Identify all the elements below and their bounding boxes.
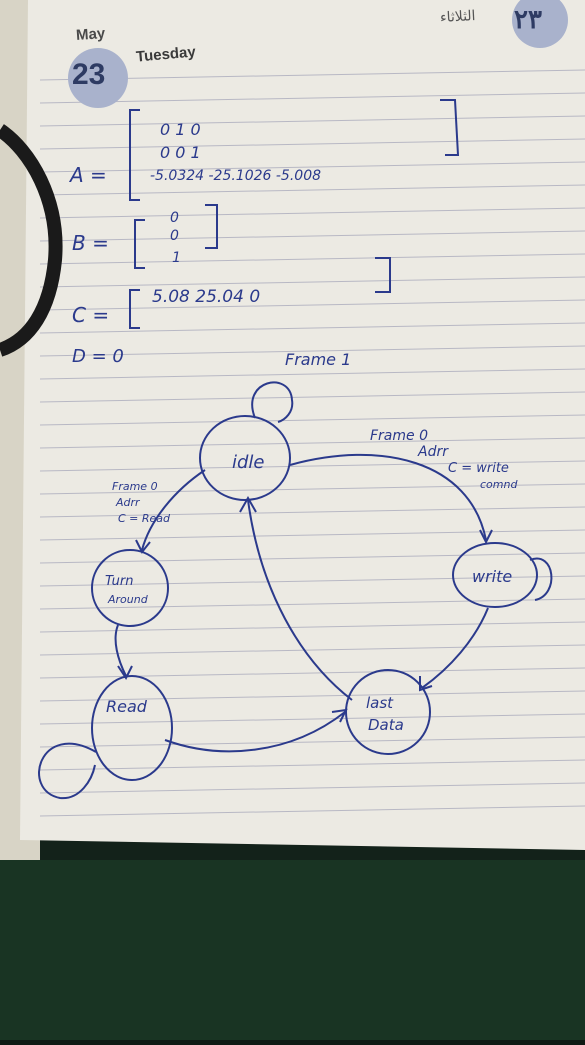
- state-turn-label-1: Turn: [105, 574, 133, 589]
- arrowhead-idle-to-write: [479, 529, 493, 545]
- transition-idle-write-4: comnd: [480, 478, 518, 491]
- state-last-data-label-2: Data: [368, 716, 404, 734]
- state-turn-around-circle: [91, 549, 169, 627]
- state-turn-label-2: Around: [107, 593, 149, 606]
- arrow-read-to-last-data: [164, 711, 346, 753]
- transition-idle-write-3: C = write: [448, 461, 509, 476]
- arrowhead-last-to-idle: [239, 495, 257, 513]
- matrix-c-row: 5.08 25.04 0: [152, 287, 260, 307]
- matrix-a-row2: 0 0 1: [160, 143, 201, 162]
- matrix-a-label: A =: [68, 163, 107, 187]
- state-write-label: write: [472, 567, 512, 586]
- transition-idle-write-2: Adrr: [417, 444, 449, 460]
- transition-idle-turn-1: Frame 0: [112, 480, 158, 493]
- header-arabic-weekday: الثلاثاء: [439, 7, 476, 25]
- arabic-date-badge-circle: [512, 0, 568, 48]
- matrix-b-label: B =: [72, 231, 109, 255]
- fabric-pattern: [0, 860, 585, 1040]
- matrix-a-row1: 0 1 0: [160, 120, 201, 139]
- arrow-idle-to-write: [289, 454, 487, 541]
- arrowhead-write-to-last: [419, 676, 433, 692]
- arrow-last-data-to-idle: [247, 499, 353, 701]
- state-idle-label: idle: [232, 452, 265, 473]
- matrix-b-value-3: 1: [172, 250, 181, 266]
- state-last-data-label-1: last: [366, 694, 394, 712]
- paper-page: [20, 0, 585, 850]
- eyeglasses-frame: [0, 124, 63, 357]
- matrix-c-label: C =: [72, 303, 109, 327]
- matrix-b-brackets: [134, 204, 218, 269]
- state-idle-circle: [199, 415, 291, 501]
- header-day-number: 23: [72, 58, 106, 91]
- transition-idle-turn-2: Adrr: [115, 496, 141, 509]
- state-read-circle: [91, 675, 173, 781]
- date-badge-circle: [68, 48, 128, 108]
- state-write-circle: [452, 542, 538, 608]
- arrow-write-to-last-data: [421, 607, 489, 689]
- matrix-d-label: D = 0: [72, 346, 124, 367]
- matrix-b-value-1: 0: [170, 210, 179, 226]
- read-self-loop: [38, 742, 97, 800]
- transition-idle-write-1: Frame 0: [370, 428, 428, 444]
- matrix-b-value-2: 0: [170, 228, 179, 244]
- arrowhead-read-to-last: [331, 708, 348, 723]
- arrow-turn-to-read: [114, 624, 127, 677]
- arrowhead-turn-to-read: [117, 665, 133, 680]
- transition-idle-turn-3: C = Read: [118, 512, 171, 525]
- ruled-lines: [39, 69, 585, 817]
- matrix-c-brackets: [129, 257, 391, 329]
- arrow-idle-to-turn: [141, 469, 206, 551]
- matrix-a-row3: -5.0324 -25.1026 -5.008: [150, 168, 321, 184]
- state-read-label: Read: [106, 697, 148, 716]
- matrix-a-brackets: [129, 99, 460, 201]
- idle-self-loop: [251, 381, 294, 423]
- transition-idle-self-label: Frame 1: [285, 350, 351, 369]
- header-arabic-day-number: ٢٣: [514, 4, 542, 34]
- state-diagram: [38, 381, 553, 800]
- header-month: May: [75, 25, 106, 44]
- write-self-loop: [529, 557, 553, 601]
- arrowhead-idle-to-turn: [135, 539, 151, 554]
